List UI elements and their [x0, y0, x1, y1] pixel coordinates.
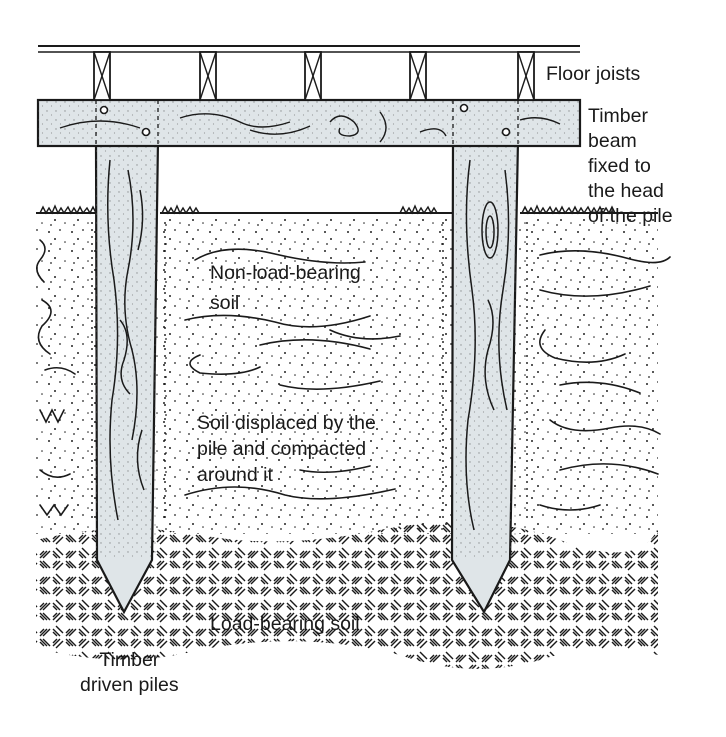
timber-piles-line-2: driven piles — [80, 674, 179, 696]
timber-beam-label: Timber beam fixed to the head of the pil… — [588, 104, 673, 229]
timber-pile-left — [94, 138, 160, 615]
ground-line — [36, 204, 658, 215]
soil-displaced-line-2: pile and compacted — [197, 438, 367, 460]
load-bearing-soil-label: Load-bearing soil — [210, 613, 360, 635]
timber-piles-label: Timber driven piles — [80, 648, 179, 698]
timber-beam-label-line-1: Timber — [588, 105, 648, 127]
soil-displaced-line-3: around it — [197, 464, 273, 486]
timber-piles-line-1: Timber — [99, 649, 160, 671]
timber-beam-label-line-4: the head — [588, 180, 664, 202]
timber-pile-right — [450, 138, 520, 615]
timber-beam — [36, 98, 582, 148]
soil-displaced-label: Soil displaced by the pile and compacted… — [197, 410, 376, 488]
non-load-bearing-line-1: Non-load-bearing — [210, 262, 361, 284]
bolt-icons — [99, 103, 511, 137]
soil-displaced-line-1: Soil displaced by the — [197, 412, 376, 434]
non-load-bearing-line-2: soil — [210, 292, 240, 314]
floor-joists — [38, 45, 580, 101]
timber-beam-label-line-5: of the pile — [588, 205, 673, 227]
timber-beam-label-line-2: beam — [588, 130, 637, 152]
timber-beam-label-line-3: fixed to — [588, 155, 651, 177]
compaction-zone-left — [91, 222, 166, 520]
non-load-bearing-soil-label: Non-load-bearing soil — [210, 258, 361, 318]
floor-joists-label: Floor joists — [546, 63, 641, 85]
compaction-zone-right — [442, 222, 528, 520]
